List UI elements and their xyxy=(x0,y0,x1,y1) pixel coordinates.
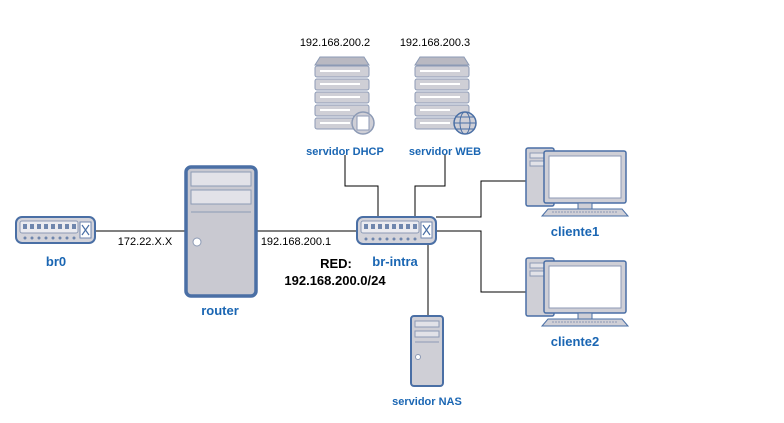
link-brintra-cliente2 xyxy=(436,230,526,293)
dhcp-label: servidor DHCP xyxy=(306,146,384,158)
cliente2-desktop-pc-icon[interactable] xyxy=(525,257,630,327)
network-title: RED: xyxy=(320,256,352,271)
network-cidr: 192.168.200.0/24 xyxy=(284,273,386,288)
link-br0-router-label: 172.22.X.X xyxy=(118,236,173,248)
link-brintra-cliente1 xyxy=(436,180,526,218)
cliente2-label: cliente2 xyxy=(551,334,599,349)
cliente1-label: cliente1 xyxy=(551,224,599,239)
dhcp-ip-label: 192.168.200.2 xyxy=(300,37,370,49)
router-label: router xyxy=(201,303,239,318)
link-router-brintra-label: 192.168.200.1 xyxy=(261,236,331,248)
br0-label: br0 xyxy=(46,254,66,269)
link-dhcp-brintra xyxy=(344,155,379,217)
connections xyxy=(95,155,526,316)
web-ip-label: 192.168.200.3 xyxy=(400,37,470,49)
br-intra-label: br-intra xyxy=(372,254,418,269)
web-server-globe-icon[interactable] xyxy=(414,56,477,135)
nas-tower-icon[interactable] xyxy=(410,315,444,387)
cliente1-desktop-pc-icon[interactable] xyxy=(525,147,630,217)
web-label: servidor WEB xyxy=(409,146,481,158)
nas-label: servidor NAS xyxy=(392,396,462,408)
br-intra-switch-icon[interactable] xyxy=(356,216,437,245)
link-web-brintra xyxy=(414,155,446,217)
dhcp-server-rack-icon[interactable] xyxy=(314,56,375,135)
br0-switch-icon[interactable] xyxy=(15,216,96,244)
router-tower-icon[interactable] xyxy=(184,165,258,298)
